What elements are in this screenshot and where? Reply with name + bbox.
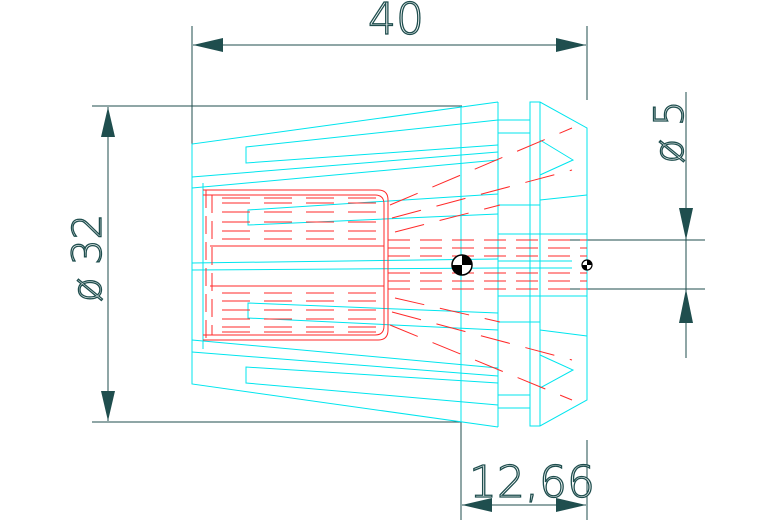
nose-chevron-mid-bottom <box>539 329 588 337</box>
taper-line-lower-2 <box>191 351 499 377</box>
dimension-layer <box>92 26 705 520</box>
rear-vertical-hidden <box>205 190 213 340</box>
dimension-front-length: 12,66 <box>469 457 595 508</box>
rear-bore-outline <box>203 189 389 341</box>
nose-chevron-mid-top <box>539 194 588 201</box>
dimension-outer-diameter: ø 32 <box>65 214 111 302</box>
center-mark <box>581 259 593 271</box>
dimension-overall-length: 40 <box>368 0 424 45</box>
dimension-bore-diameter: ø 5 <box>647 101 693 164</box>
slot-upper-outer <box>245 119 499 164</box>
dashes-upper <box>222 197 384 240</box>
hidden-lines <box>203 127 587 401</box>
taper-line-lower-1 <box>191 339 499 369</box>
taper-line-upper-2 <box>191 151 499 178</box>
collet-outline <box>191 101 588 428</box>
outer-body <box>191 101 499 428</box>
split-line-bottom <box>191 267 499 271</box>
arrow-bore-bottom <box>679 289 693 323</box>
center-mark <box>451 254 473 276</box>
dashes-lower <box>222 292 384 333</box>
rear-bore-outline-inner <box>203 194 385 336</box>
nose-outline <box>498 101 588 427</box>
nose-chevron-top <box>539 139 575 176</box>
taper-line-upper-1 <box>191 159 499 189</box>
split-line-top <box>191 258 499 264</box>
cone-diagonals <box>389 127 573 401</box>
arrow-bore-top <box>679 208 693 240</box>
dashes-bore <box>388 239 587 290</box>
nose-chevron-bottom <box>539 354 575 389</box>
slot-upper-inner <box>247 193 499 226</box>
slot-lower-outer <box>245 366 499 406</box>
